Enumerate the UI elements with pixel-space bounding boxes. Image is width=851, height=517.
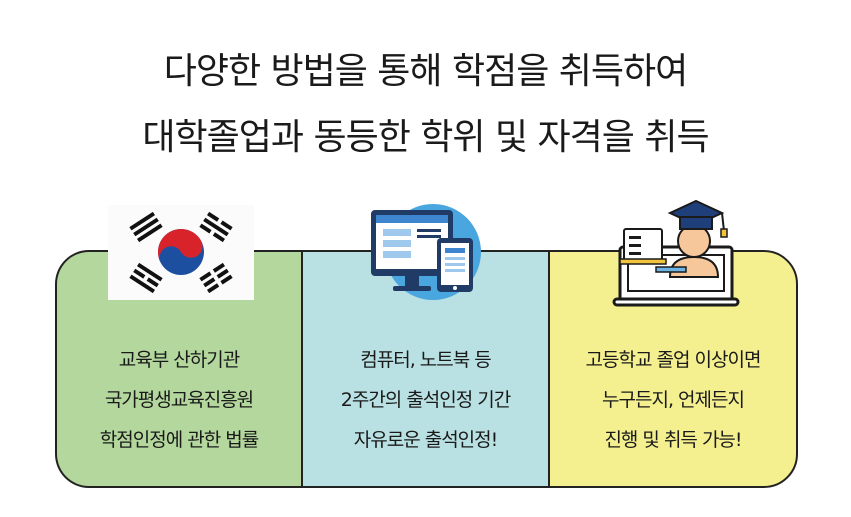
card-line: 컴퓨터, 노트북 등: [360, 349, 491, 371]
card-line: 고등학교 졸업 이상이면: [585, 349, 762, 371]
card-line: 누구든지, 언제든지: [602, 389, 745, 411]
card-institution-text: 교육부 산하기관 국가평생교육진흥원 학점인정에 관한 법률: [55, 340, 303, 460]
card-line: 자유로운 출석인정!: [353, 429, 499, 451]
korean-flag-icon: [108, 205, 254, 300]
headline-line-1: 다양한 방법을 통해 학점을 취득하여: [163, 51, 689, 92]
card-line: 학점인정에 관한 법률: [99, 429, 259, 451]
card-line: 진행 및 취득 가능!: [604, 429, 742, 451]
card-line: 국가평생교육진흥원: [104, 389, 254, 411]
card-line: 교육부 산하기관: [118, 349, 240, 371]
headline-line-2: 대학졸업과 동등한 학위 및 자격을 취득: [142, 117, 709, 158]
card-attendance-text: 컴퓨터, 노트북 등 2주간의 출석인정 기간 자유로운 출석인정!: [301, 340, 550, 460]
graduate-laptop-icon: [612, 199, 740, 307]
computer-tablet-icon: [371, 204, 481, 300]
card-line: 2주간의 출석인정 기간: [340, 389, 512, 411]
card-eligibility-text: 고등학교 졸업 이상이면 누구든지, 언제든지 진행 및 취득 가능!: [548, 340, 798, 460]
